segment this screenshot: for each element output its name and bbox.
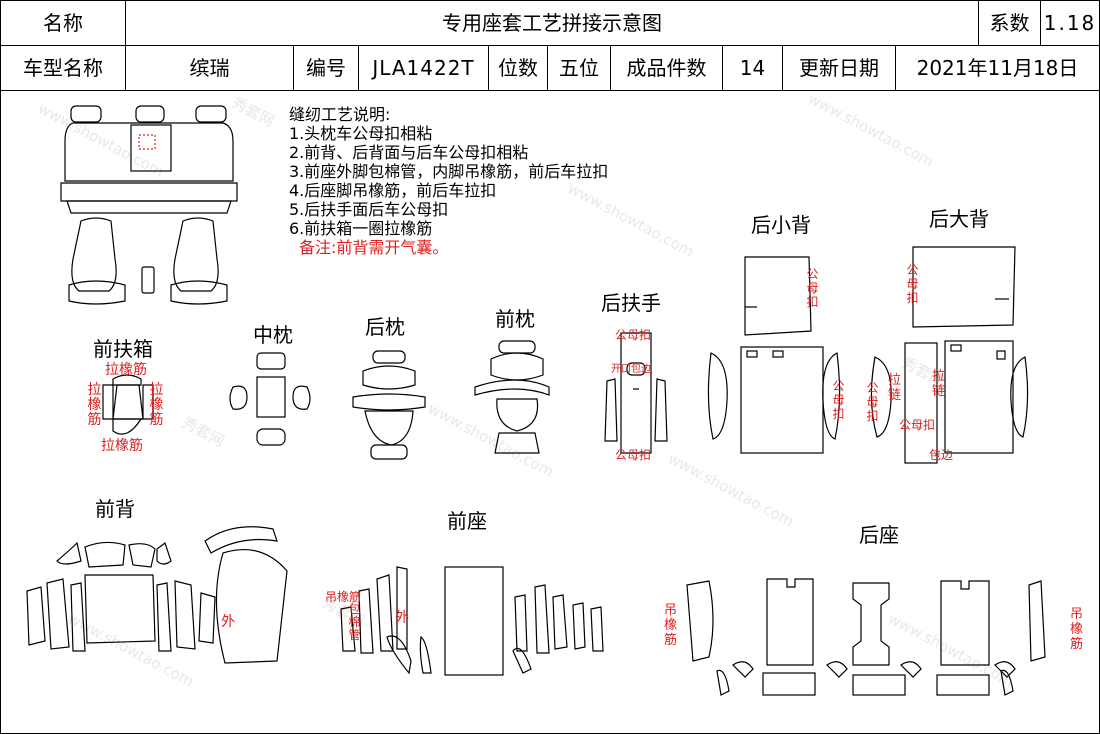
annotation-pull-chain: 拉链 [931,369,945,399]
rear-armrest-pattern [604,332,668,454]
annotation-outer: 外 [395,610,409,626]
annotation-snap: 公母扣 [615,448,652,462]
annotation-hang-elastic: 吊橡筋 [663,603,677,648]
section-front-armrest: 前扶箱 [93,337,153,361]
annotation-snap: 公母扣 [806,267,819,309]
annotation-snap: 公母扣 [615,328,652,342]
annotation-snap: 公母扣 [866,381,879,423]
annotation-open-edge: 开口包边 [611,364,651,375]
coef-value: 1.18 [1041,1,1099,46]
sewing-notes: 缝纫工艺说明: 1.头枕车公母扣相粘 2.前背、后背面与后车公母扣相粘 3.前座… [289,105,608,257]
note-item: 1.头枕车公母扣相粘 [289,124,433,143]
name-label: 名称 [1,1,126,46]
annotation-hang-elastic: 吊橡筋 [325,590,362,604]
note-item: 5.后扶手面后车公母扣 [289,200,449,219]
section-front-pillow: 前枕 [495,307,535,331]
rear-big-back-pattern [870,246,1029,464]
section-middle-pillow: 中枕 [253,323,293,347]
middle-pillow-pattern [229,352,311,446]
annotation-pull-elastic: 拉橡筋 [105,362,147,378]
rear-small-back-pattern [707,256,841,454]
code-value: JLA1422T [359,46,489,91]
annotation-snap: 公母扣 [906,263,919,305]
seats-value: 五位 [548,46,611,91]
section-rear-small-back: 后小背 [751,213,811,237]
coef-label: 系数 [979,1,1041,46]
overview-front-seats [68,217,228,305]
note-item: 2.前背、后背面与后车公母扣相粘 [289,143,529,162]
front-pillow-pattern [474,340,550,454]
section-rear-seat: 后座 [859,523,899,547]
pieces-label: 成品件数 [611,46,723,91]
notes-remark: 备注:前背需开气囊。 [299,238,449,257]
annotation-pull-chain: 拉链 [887,373,901,403]
rear-pillow-pattern [352,350,426,460]
annotation-hang-elastic: 吊橡筋 [1069,607,1083,652]
annotation-snap: 公母扣 [832,379,845,421]
annotation-wrap-cotton: 包棉管 [348,602,361,642]
annotation-pull-elastic: 拉橡筋 [149,382,164,428]
model-value: 缤瑞 [126,46,294,91]
annotation-pull-elastic: 拉橡筋 [87,382,102,428]
date-label: 更新日期 [783,46,896,91]
section-rear-armrest: 后扶手 [601,291,661,315]
section-front-seat: 前座 [447,509,487,533]
front-armrest-pattern [102,374,154,435]
code-label: 编号 [294,46,359,91]
section-front-back: 前背 [95,497,135,521]
note-item: 4.后座脚吊橡筋，前后车拉扣 [289,181,497,200]
pieces-value: 14 [723,46,783,91]
seats-label: 位数 [489,46,548,91]
section-rear-pillow: 后枕 [365,315,405,339]
front-seat-pattern [340,566,604,676]
rear-seat-pattern [686,578,1046,696]
section-rear-big-back: 后大背 [929,207,989,231]
overview-rear-bench [60,105,238,214]
annotation-outer: 外 [221,614,235,630]
front-back-pattern [26,526,288,664]
notes-title: 缝纫工艺说明: [289,105,391,124]
annotation-edge-wrap: 包边 [929,448,954,462]
note-item: 3.前座外脚包棉管，内脚吊橡筋，前后车拉扣 [289,162,609,181]
annotation-pull-elastic: 拉橡筋 [101,438,143,454]
sheet-title: 专用座套工艺拼接示意图 [126,1,979,46]
model-label: 车型名称 [1,46,126,91]
date-value: 2021年11月18日 [896,46,1099,91]
annotation-snap: 公母扣 [899,418,936,432]
note-item: 6.前扶箱一圈拉橡筋 [289,219,433,238]
